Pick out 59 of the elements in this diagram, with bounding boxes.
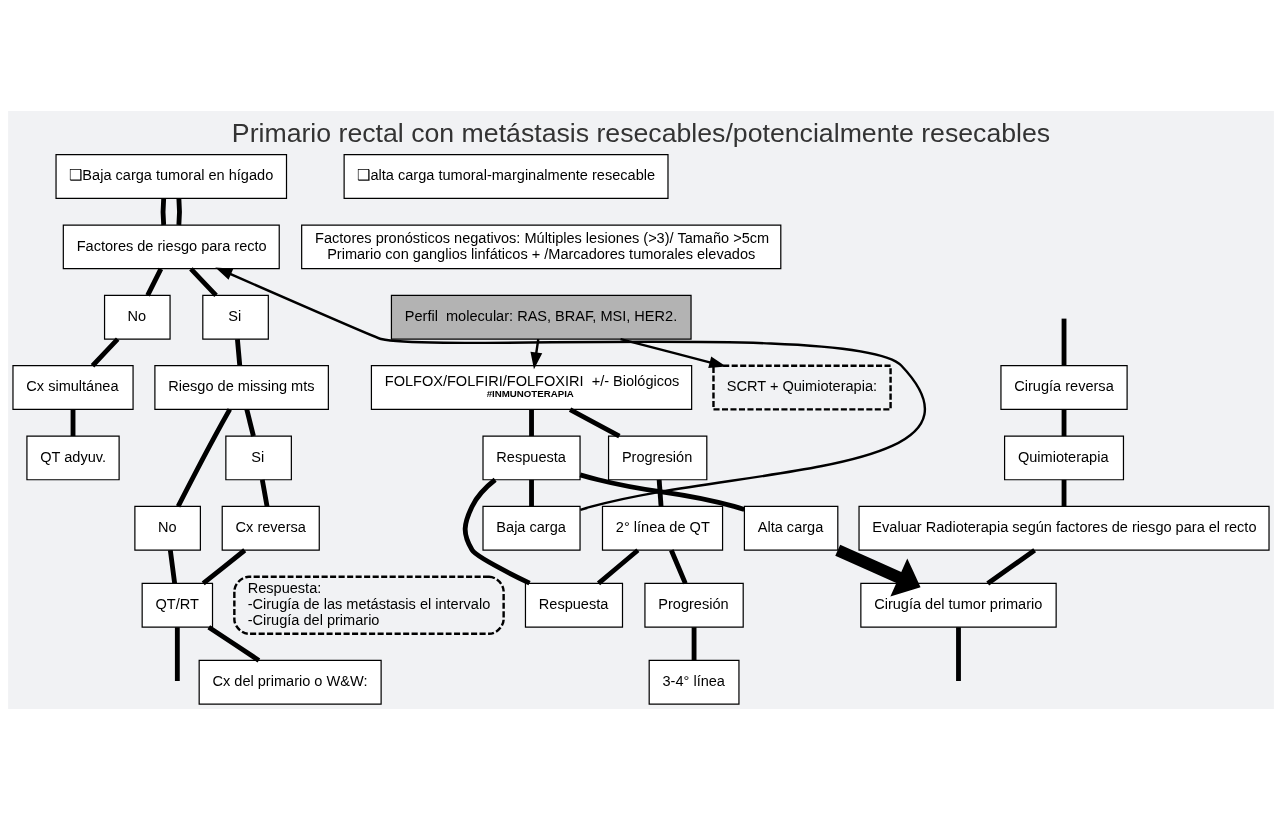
node-box: Respuesta: -Cirugía de las metástasis el intervalo -Cirugía del primario [233,575,505,635]
connector [259,479,270,507]
node-box: Progresión [644,582,744,628]
connector [207,625,261,663]
connector [244,408,256,437]
node-box: Si [225,435,292,481]
connector [174,627,180,681]
node-box: Respuesta [482,435,581,481]
connector [90,337,120,368]
connector [656,479,664,507]
connector [529,409,534,437]
node-box: Cirugía del tumor primario [860,582,1057,628]
connector [145,267,164,297]
connector [176,198,182,226]
connector [669,549,688,585]
node-box: Cx simultánea [12,365,134,410]
connector [175,408,232,508]
node-box: ❑Baja carga tumoral en hígado [55,154,288,199]
node-box: SCRT + Quimioterapia: [712,364,892,411]
node-box: No [134,505,201,551]
node-box: Factores de riesgo para recto [62,224,280,270]
arrow [620,337,727,369]
node-box: Cx reversa [221,505,320,551]
arrow [835,544,921,597]
node-box: Quimioterapia [1004,435,1125,481]
node-box: 3-4° línea [648,659,740,705]
node-box: QT/RT [141,582,214,628]
node-box: FOLFOX/FOLFIRI/FOLFOXIRI +/- Biológicos #INMUNOTERAPIA [370,365,693,410]
node-box: Respuesta [524,582,624,628]
node-box: Riesgo de missing mts [154,365,329,410]
connector [167,549,178,584]
node-box: 2° línea de QT [601,505,724,551]
connector [1061,479,1067,507]
connector [1061,409,1067,437]
node-box: QT adyuv. [26,435,120,481]
connector [986,548,1037,586]
connector [529,479,534,507]
diagram-title: Primario rectal con metástasis resecables/potencialmente resecables [231,118,1051,149]
arrow [215,267,925,512]
connector [462,477,531,586]
node-box: Cx del primario o W&W: [198,659,382,705]
connector [70,409,76,437]
node-box: Baja carga [482,505,581,551]
connector [596,548,640,586]
node-box: Alta carga [743,505,839,551]
node-box: Evaluar Radioterapia según factores de riesgo para el recto [858,505,1270,551]
connector [160,198,167,226]
node-box: Cirugía reversa [1000,365,1128,410]
connector [956,627,961,681]
connector [201,548,247,586]
node-box: No [103,294,171,340]
connector [235,338,243,366]
node-box: Perfil molecular: RAS, BRAF, MSI, HER2. [390,294,692,340]
node-box: Progresión [607,435,708,481]
node-box: Factores pronósticos negativos: Múltiples lesiones (>3)/ Tamaño >5cm Primario con ganglios linfáticos + /Marcadores tumorales elevados [301,224,782,270]
node-box: Si [202,294,269,340]
connector [691,627,697,661]
node-box: ❑alta carga tumoral-marginalmente resecable [343,154,669,199]
connector [1061,318,1067,366]
